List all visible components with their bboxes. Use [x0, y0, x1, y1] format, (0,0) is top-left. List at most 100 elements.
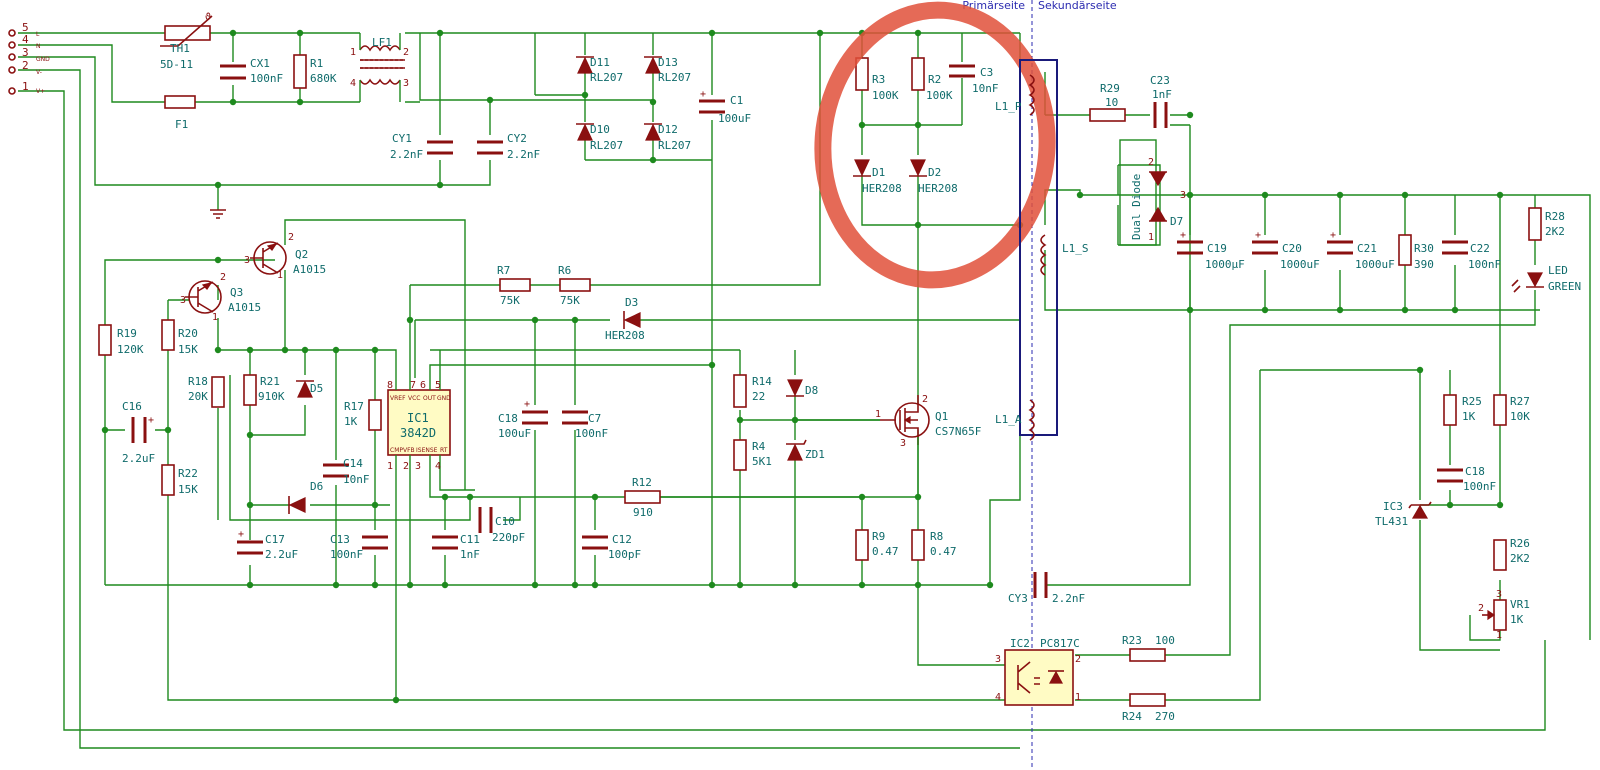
component-label: 1 — [1075, 692, 1081, 703]
component-label: 3 — [244, 255, 250, 266]
component-label: IC2 — [1010, 637, 1030, 650]
component-label: RL207 — [590, 71, 623, 84]
resistor-r9: R9 0.47 — [855, 529, 899, 561]
component-label: VCC — [408, 395, 420, 402]
component-label: D1 — [872, 166, 885, 179]
secondary-side-label: Sekundärseite — [1038, 0, 1117, 12]
component-label: C21 — [1357, 242, 1377, 255]
pin-number: 2 — [22, 59, 29, 72]
component-label: C18 — [498, 412, 518, 425]
component-label: LF1 — [372, 36, 392, 49]
component-label: 2.2nF — [1052, 592, 1085, 605]
component-label: 120K — [117, 343, 144, 356]
component-label: 100nF — [575, 427, 608, 440]
component-label: L1_S — [1062, 242, 1089, 255]
component-label: C11 — [460, 533, 480, 546]
component-label: R3 — [872, 73, 885, 86]
component-label: 1000uF — [1355, 258, 1395, 271]
component-label: 910 — [633, 506, 653, 519]
component-label: R6 — [558, 264, 571, 277]
capacitor-cy2: CY2 2.2nF — [477, 132, 540, 161]
component-label: CS7N65F — [935, 425, 981, 438]
component-label: + — [1330, 230, 1336, 241]
component-label: C16 — [122, 400, 142, 413]
component-label: C19 — [1207, 242, 1227, 255]
component-label: R30 — [1414, 242, 1434, 255]
wires — [18, 32, 1591, 749]
component-label: 1 — [387, 461, 393, 472]
component-label: C14 — [343, 457, 363, 470]
component-label: 75K — [560, 294, 580, 307]
component-label: R2 — [928, 73, 941, 86]
component-label: 20K — [188, 390, 208, 403]
component-label: R23 — [1122, 634, 1142, 647]
component-label: 220pF — [492, 531, 525, 544]
component-label: R25 — [1462, 395, 1482, 408]
component-label: HER208 — [862, 182, 902, 195]
component-label: CY2 — [507, 132, 527, 145]
component-label: 390 — [1414, 258, 1434, 271]
component-label: 4 — [995, 692, 1001, 703]
component-label: C22 — [1470, 242, 1490, 255]
component-label: 2 — [220, 272, 226, 283]
component-label: 5D-11 — [160, 58, 193, 71]
component-label: 7 — [410, 380, 416, 391]
component-label: + — [1255, 230, 1261, 241]
component-label: CY1 — [392, 132, 412, 145]
component-label: 75K — [500, 294, 520, 307]
svg-text:ϑ: ϑ — [205, 12, 211, 23]
pin-number: 5 — [22, 21, 29, 34]
component-label: HER208 — [605, 329, 645, 342]
component-label: 3 — [403, 78, 409, 89]
component-label: 0.47 — [872, 545, 899, 558]
component-label: 6 — [420, 380, 426, 391]
component-label: 3842D — [400, 426, 436, 440]
component-label: 2 — [922, 394, 928, 405]
resistor-r6: R6 75K — [558, 264, 591, 307]
component-label: 5 — [435, 380, 441, 391]
component-label: R9 — [872, 530, 885, 543]
component-label: R7 — [497, 264, 510, 277]
component-label: IC1 — [407, 411, 429, 425]
pin-net: V- — [36, 69, 42, 76]
component-label: D11 — [590, 56, 610, 69]
component-label: C23 — [1150, 74, 1170, 87]
component-label: 3 — [180, 295, 186, 306]
component-label: R1 — [310, 57, 323, 70]
component-label: 1nF — [460, 548, 480, 561]
component-label: 1K — [1462, 410, 1476, 423]
component-label: 270 — [1155, 710, 1175, 723]
component-label: 2.2nF — [507, 148, 540, 161]
component-label: R18 — [188, 375, 208, 388]
component-label: + — [238, 529, 244, 540]
thermistor-th1: ϑ TH1 5D-11 — [160, 12, 213, 71]
component-label: RL207 — [658, 71, 691, 84]
component-label: R27 — [1510, 395, 1530, 408]
resistor-r8: R80.47 — [911, 529, 957, 561]
component-label: RL207 — [658, 139, 691, 152]
component-label: RL207 — [590, 139, 623, 152]
component-label: 100nF — [1468, 258, 1501, 271]
component-label: 1 — [1496, 630, 1502, 641]
